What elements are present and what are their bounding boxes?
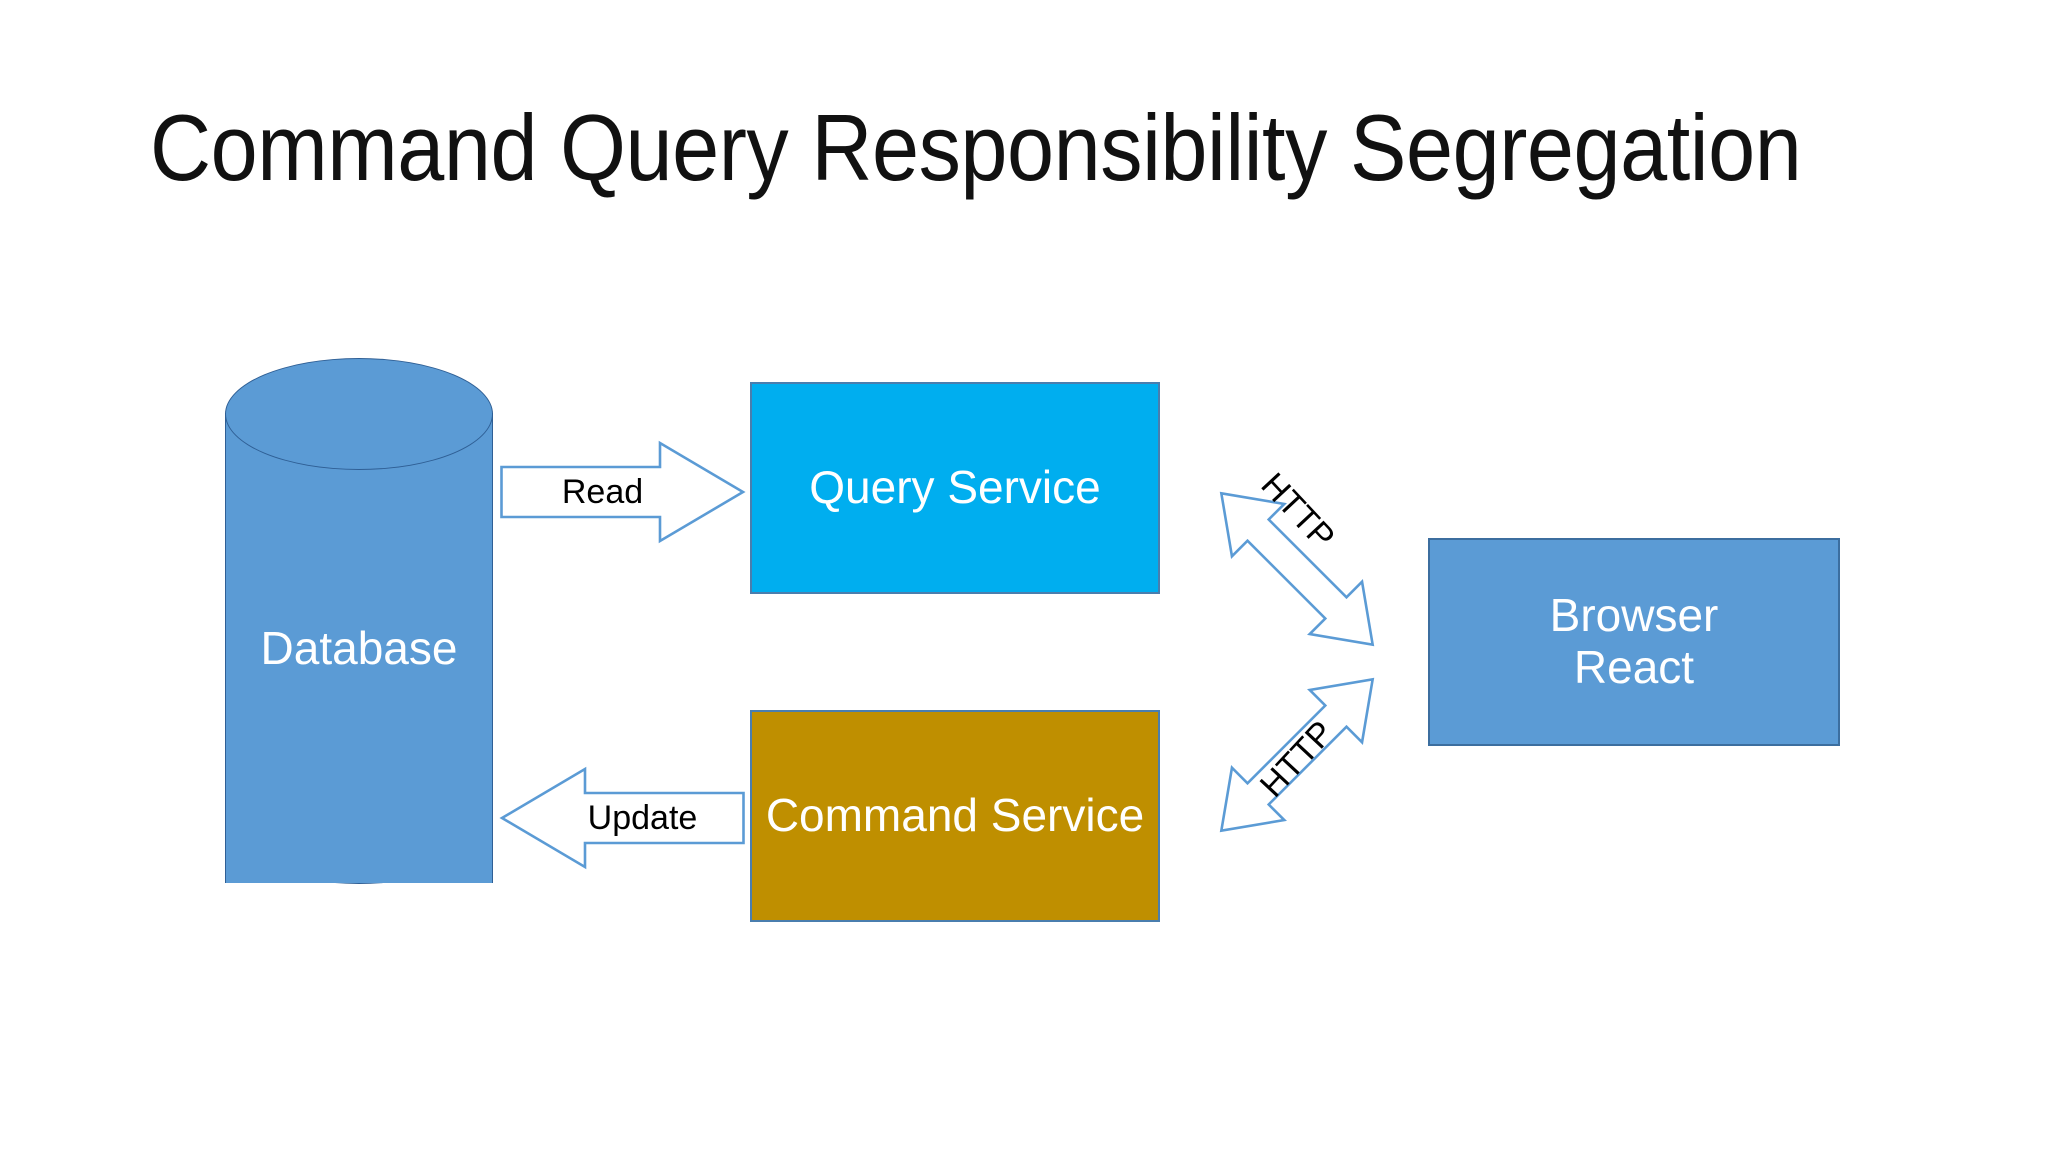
http-query-arrow-shape (1219, 491, 1375, 647)
node-command-service[interactable]: Command Service (750, 710, 1160, 922)
database-cylinder-body (225, 413, 493, 883)
http-command-arrow-shape (1219, 677, 1375, 833)
update-arrow-shape (499, 766, 745, 870)
connector-read-arrow[interactable] (500, 440, 746, 544)
browser-label-line1: Browser (1549, 589, 1719, 642)
database-cylinder-top (225, 358, 493, 470)
browser-label-group: Browser React (1430, 540, 1838, 744)
query-service-label: Query Service (809, 461, 1101, 514)
node-database[interactable]: Database (225, 358, 493, 938)
connector-update-arrow[interactable] (499, 766, 745, 870)
node-query-service[interactable]: Query Service (750, 382, 1160, 594)
node-browser[interactable]: Browser React (1428, 538, 1840, 746)
connector-read-label: Read (561, 472, 644, 511)
connector-update-label: Update (587, 798, 698, 837)
page-title: Command Query Responsibility Segregation (150, 95, 1802, 200)
command-service-label: Command Service (765, 789, 1145, 842)
database-label: Database (260, 622, 458, 674)
connector-http-command-arrow[interactable] (1172, 630, 1422, 880)
connector-http-query-arrow[interactable] (1172, 444, 1422, 694)
browser-label-line2: React (1573, 641, 1695, 693)
read-arrow-shape (500, 440, 746, 544)
